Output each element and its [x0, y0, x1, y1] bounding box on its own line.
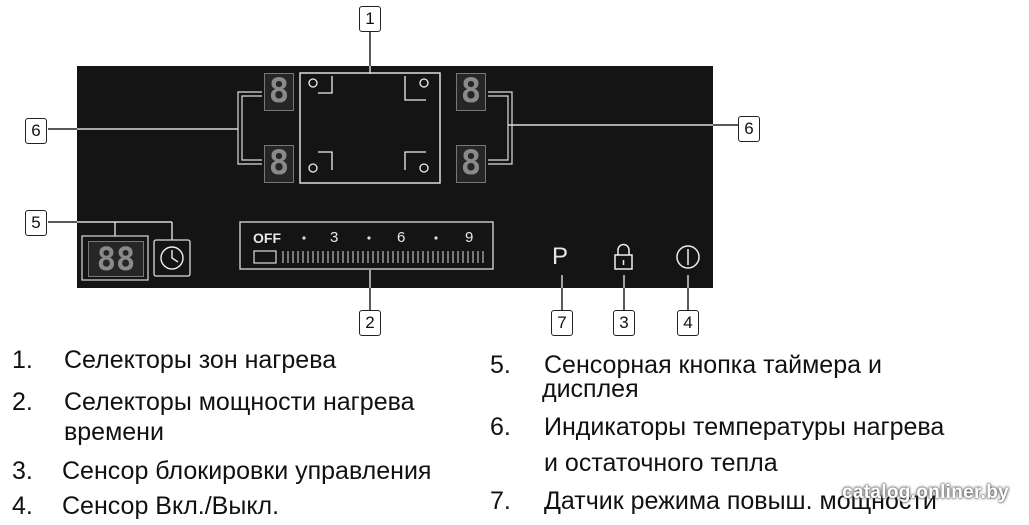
- callout-3: 3: [613, 310, 635, 336]
- legend-text: Селекторы зон нагрева: [64, 346, 337, 374]
- legend-num: 2.: [12, 388, 33, 416]
- legend-num: 3.: [12, 457, 33, 485]
- timer-display: 88: [88, 241, 144, 277]
- control-panel: [77, 66, 713, 288]
- legend-text: Сенсор Вкл./Выкл.: [62, 492, 280, 520]
- scale-label-off: OFF: [253, 230, 281, 246]
- legend-num: 4.: [12, 492, 33, 520]
- lock-icon: [614, 243, 633, 270]
- legend-num: 7.: [490, 487, 511, 515]
- zone-display-bottom-left: 8: [264, 145, 294, 183]
- legend-text: Сенсорная кнопка таймера и: [544, 351, 882, 379]
- legend-item-6: 6. Индикаторы температуры нагрева и оста…: [490, 412, 1020, 477]
- legend-text-continued: дисплея: [542, 375, 639, 403]
- boost-button[interactable]: P: [552, 243, 569, 270]
- legend-item-7: 7. Датчик режима повыш. мощности: [490, 486, 1020, 520]
- legend-item-4: 4. Сенсор Вкл./Выкл.: [12, 491, 492, 525]
- legend-text: Сенсор блокировки управления: [62, 457, 432, 485]
- callout-6-right: 6: [738, 116, 760, 142]
- legend-text-continued: времени: [64, 418, 164, 446]
- watermark: catalog.onliner.by: [842, 482, 1009, 503]
- legend-num: 5.: [490, 351, 511, 379]
- legend-item-5: 5. Сенсорная кнопка таймера и дисплея: [490, 350, 1020, 414]
- zone-display-bottom-right: 8: [456, 145, 486, 183]
- legend-text: Датчик режима повыш. мощности: [544, 487, 937, 515]
- zone-display-top-right: 8: [456, 73, 486, 111]
- callout-5: 5: [25, 210, 47, 236]
- legend-text-continued: и остаточного тепла: [544, 449, 778, 477]
- callout-2: 2: [359, 310, 381, 336]
- legend-num: 6.: [490, 413, 511, 441]
- callout-4: 4: [677, 310, 699, 336]
- legend-item-1: 1. Селекторы зон нагрева: [12, 345, 492, 379]
- callout-1: 1: [359, 6, 381, 32]
- legend-text: Селекторы мощности нагрева: [64, 388, 415, 416]
- scale-label-3: 3: [330, 229, 339, 246]
- callout-7: 7: [551, 310, 573, 336]
- legend-item-3: 3. Сенсор блокировки управления: [12, 456, 492, 490]
- zone-display-top-left: 8: [264, 73, 294, 111]
- callout-6-left: 6: [25, 118, 47, 144]
- legend-item-2: 2. Селекторы мощности нагрева времени: [12, 387, 492, 451]
- power-icon: [676, 245, 700, 269]
- scale-label-9: 9: [465, 229, 474, 246]
- legend-text: Индикаторы температуры нагрева: [544, 413, 945, 441]
- legend-num: 1.: [12, 346, 33, 374]
- slider-ticks: [282, 251, 484, 263]
- clock-icon: [160, 246, 184, 270]
- scale-label-6: 6: [397, 229, 406, 246]
